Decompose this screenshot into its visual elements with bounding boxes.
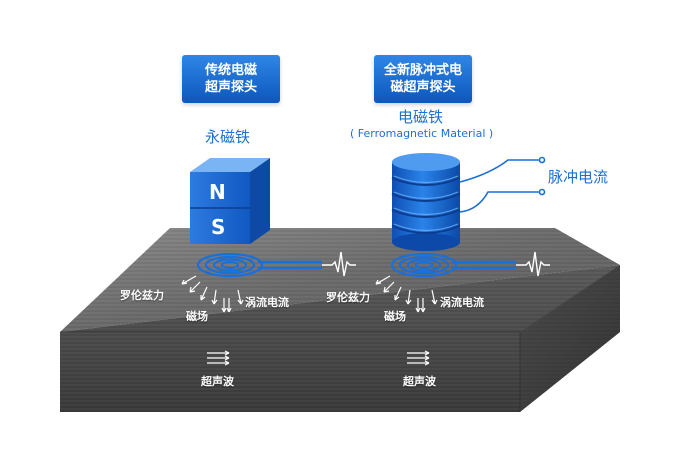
left-force-arrows	[181, 275, 244, 313]
left-force-label: 罗伦兹力	[120, 289, 164, 302]
right-force-arrows	[375, 275, 438, 313]
pulse-probe-title-line1: 全新脉冲式电	[383, 63, 462, 78]
left-waveform	[322, 251, 356, 277]
pulse-probe-title-line2: 磁超声探头	[390, 80, 456, 95]
right-wave-label: 超声波	[403, 375, 436, 388]
pulse-current-label: 脉冲电流	[548, 168, 609, 186]
right-waveform	[516, 251, 550, 277]
left-coil	[196, 252, 322, 278]
traditional-probe-badge: 传统电磁 超声探头	[182, 55, 280, 103]
left-eddy-label: 涡流电流	[245, 296, 289, 309]
pole-s-label: S	[211, 215, 226, 239]
right-wave-arrows	[407, 350, 430, 366]
right-force-label: 罗伦兹力	[326, 291, 370, 304]
pulse-current-leads	[459, 156, 546, 213]
traditional-probe-title-line1: 传统电磁	[204, 63, 257, 78]
right-eddy-label: 涡流电流	[440, 296, 484, 309]
electromagnet-sublabel: ( Ferromagnetic Material )	[350, 127, 494, 140]
traditional-probe-title-line2: 超声探头	[204, 80, 257, 95]
pole-n-label: N	[209, 180, 226, 204]
right-field-label: 磁场	[384, 310, 406, 323]
permanent-magnet	[190, 158, 270, 244]
left-wave-arrows	[207, 350, 230, 366]
pulse-probe-badge: 全新脉冲式电 磁超声探头	[374, 55, 472, 103]
electromagnet-label: 电磁铁	[398, 108, 444, 126]
right-coil	[390, 252, 516, 278]
left-field-label: 磁场	[186, 310, 208, 323]
left-wave-label: 超声波	[201, 375, 234, 388]
steel-block	[60, 228, 620, 412]
steel-side-face	[520, 265, 620, 412]
electromagnet	[391, 153, 461, 251]
permanent-magnet-label: 永磁铁	[205, 128, 251, 146]
